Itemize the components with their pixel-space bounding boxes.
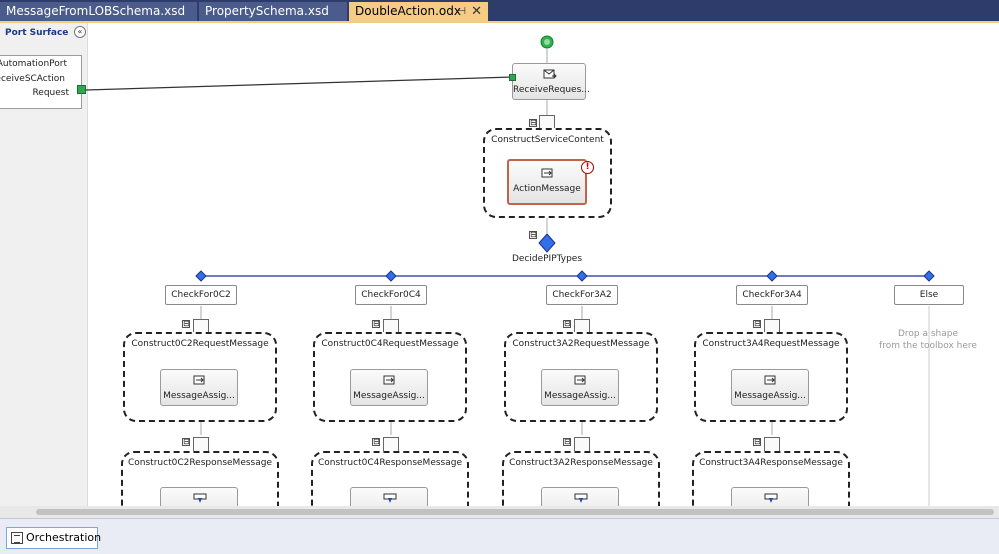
assign-icon (764, 375, 776, 385)
collapse-icon[interactable]: ⊟ (182, 319, 190, 328)
action-message-label: ActionMessage (513, 184, 581, 194)
port-surface[interactable]: Port Surface « oAutomationPort ReceiveSC… (0, 23, 88, 518)
branch-check-1[interactable]: CheckFor0C4 (355, 285, 427, 305)
receive-port-handle[interactable] (509, 74, 516, 81)
branch-check-2[interactable]: CheckFor3A2 (546, 285, 618, 305)
message-assign-label: MessageAssig... (353, 391, 425, 401)
start-highlight (544, 39, 550, 45)
message-assign-shape[interactable]: MessageAssig... (350, 369, 428, 406)
collapse-icon[interactable]: ⊟ (372, 319, 380, 328)
tab-label: DoubleAction.odx (355, 4, 461, 18)
drop-hint-line-2: from the toolbox here (879, 341, 977, 351)
collapse-icon[interactable]: ⊟ (563, 437, 571, 446)
decide-label: DecidePIPTypes (511, 254, 583, 264)
transform-icon (764, 493, 778, 503)
request-scope[interactable]: Construct0C4RequestMessage MessageAssig.… (313, 332, 467, 422)
branch-else[interactable]: Else (894, 285, 964, 305)
message-assign-label: MessageAssig... (544, 391, 616, 401)
branch-diamond (766, 270, 778, 282)
construct-icon (383, 437, 399, 452)
port-handle[interactable] (77, 85, 86, 94)
orchestration-tab-label: Orchestration (26, 531, 102, 544)
scrollbar-thumb[interactable] (36, 509, 994, 515)
message-assign-shape[interactable]: MessageAssig... (160, 369, 238, 406)
horizontal-scrollbar[interactable] (0, 506, 999, 518)
port-shape[interactable]: oAutomationPort ReceiveSCAction Request (0, 55, 82, 109)
document-tabs: MessageFromLOBSchema.xsd PropertySchema.… (0, 0, 999, 21)
collapse-icon[interactable]: ⊟ (372, 437, 380, 446)
assign-icon (574, 375, 586, 385)
receive-icon (543, 69, 557, 79)
branch-check-3[interactable]: CheckFor3A4 (736, 285, 808, 305)
transform-icon (574, 493, 588, 503)
transform-icon (193, 493, 207, 503)
branch-check-0[interactable]: CheckFor0C2 (165, 285, 237, 305)
request-scope-label: Construct0C2RequestMessage (131, 339, 269, 349)
request-scope[interactable]: Construct3A2RequestMessage MessageAssig.… (504, 332, 658, 422)
orchestration-designer[interactable]: Port Surface « oAutomationPort ReceiveSC… (0, 21, 999, 518)
transform-icon (383, 493, 397, 503)
message-assign-label: MessageAssig... (163, 391, 235, 401)
assign-icon (541, 168, 553, 178)
tab-label: MessageFromLOBSchema.xsd (6, 4, 186, 18)
operation-name: ReceiveSCAction (0, 74, 65, 84)
response-scope-label: Construct3A4ResponseMessage (699, 458, 843, 468)
port-name: oAutomationPort (0, 59, 67, 69)
collapse-icon[interactable]: ⊟ (753, 437, 761, 446)
receive-label: ReceiveReques... (513, 85, 590, 95)
request-scope-label: Construct0C4RequestMessage (321, 339, 459, 349)
collapse-icon[interactable]: ⊟ (563, 319, 571, 328)
branch-diamond (385, 270, 397, 282)
assign-icon (193, 375, 205, 385)
branch-diamond (576, 270, 588, 282)
construct-icon (193, 437, 209, 452)
drop-hint-line-1: Drop a shape (897, 329, 959, 339)
collapse-port-surface-button[interactable]: « (74, 26, 86, 38)
branch-diamond (923, 270, 935, 282)
request-scope-label: Construct3A4RequestMessage (702, 339, 840, 349)
message-assign-shape[interactable]: MessageAssig... (731, 369, 809, 406)
pin-icon[interactable]: ⊣ (457, 6, 466, 17)
construct-label: ConstructServiceContent (491, 135, 604, 145)
port-connector (85, 76, 513, 91)
orchestration-view-tab[interactable]: Orchestration (6, 527, 102, 549)
request-scope[interactable]: Construct0C2RequestMessage MessageAssig.… (123, 332, 277, 422)
response-scope-label: Construct3A2ResponseMessage (509, 458, 653, 468)
message-assign-label: MessageAssig... (734, 391, 806, 401)
response-scope-label: Construct0C2ResponseMessage (128, 458, 272, 468)
orchestration-canvas (85, 35, 935, 518)
collapse-icon[interactable]: ⊟ (529, 230, 537, 239)
tab-message-from-lob-schema[interactable]: MessageFromLOBSchema.xsd (0, 2, 197, 21)
construct-scope[interactable]: ConstructServiceContent ActionMessage ! (483, 128, 612, 218)
message-name: Request (32, 88, 69, 98)
action-message-shape[interactable]: ActionMessage (507, 159, 587, 205)
close-icon[interactable]: ✕ (471, 4, 482, 19)
request-scope[interactable]: Construct3A4RequestMessage MessageAssig.… (694, 332, 848, 422)
error-icon[interactable]: ! (581, 161, 594, 174)
orchestration-icon (11, 532, 23, 544)
receive-shape[interactable]: ReceiveReques... (512, 63, 590, 100)
tab-double-action[interactable]: DoubleAction.odx ⊣ ✕ (349, 2, 488, 21)
tab-property-schema[interactable]: PropertySchema.xsd (199, 2, 347, 21)
bottom-tab-bar: Orchestration (0, 518, 999, 554)
construct-icon (574, 437, 590, 452)
collapse-icon[interactable]: ⊟ (182, 437, 190, 446)
port-surface-title: Port Surface (5, 28, 69, 38)
response-scope-label: Construct0C4ResponseMessage (318, 458, 462, 468)
branch-diamond (195, 270, 207, 282)
assign-icon (383, 375, 395, 385)
collapse-icon[interactable]: ⊟ (529, 118, 537, 127)
collapse-icon[interactable]: ⊟ (753, 319, 761, 328)
construct-icon (764, 437, 780, 452)
decide-diamond (538, 233, 556, 253)
message-assign-shape[interactable]: MessageAssig... (541, 369, 619, 406)
request-scope-label: Construct3A2RequestMessage (512, 339, 650, 349)
tab-label: PropertySchema.xsd (205, 4, 329, 18)
